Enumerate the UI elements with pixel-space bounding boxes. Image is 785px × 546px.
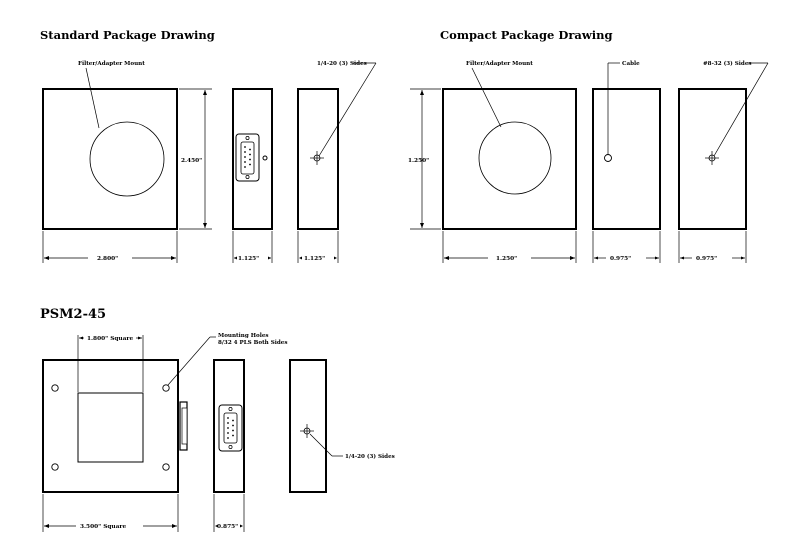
compact-mount-label: Filter/Adapter Mount xyxy=(466,61,533,67)
standard-width-dim: 2.800" xyxy=(97,256,118,262)
standard-side-view-connector: 1.125" xyxy=(232,88,273,263)
mounting-hole-icon xyxy=(51,384,59,392)
psm-holes-label-1: Mounting Holes xyxy=(218,333,269,339)
psm-sensor-window xyxy=(77,392,144,463)
mounting-hole-icon xyxy=(162,463,170,471)
mounting-hole-icon xyxy=(162,384,170,392)
compact-depth-dim-1: 0.975" xyxy=(610,256,631,262)
compact-height-dim: 1.250" xyxy=(408,158,429,164)
compact-front-view: Filter/Adapter Mount 1.250" 1.250" xyxy=(408,61,577,263)
psm-square-dim: 1.800" Square xyxy=(87,336,133,342)
psm-sides-label: 1/4-20 (3) Sides xyxy=(345,453,395,460)
standard-height-dim: 2.450" xyxy=(181,158,202,164)
cable-port-icon xyxy=(604,154,612,162)
psm-front-view: 1.800" Square Mounting Holes 8/32 4 PLS … xyxy=(42,333,287,532)
standard-package-title: Standard Package Drawing xyxy=(40,28,215,42)
compact-mount-circle xyxy=(478,121,552,195)
psm-width-dim: 3.500" Square xyxy=(80,524,126,530)
standard-front-view: Filter/Adapter Mount 2.450" 2.800" xyxy=(42,61,212,263)
standard-side-view-hole: 1/4-20 (3) Sides 1.125" xyxy=(297,60,377,263)
compact-side-view-cable: Cable 0.975" xyxy=(592,61,661,263)
standard-depth-dim-2: 1.125" xyxy=(304,256,325,262)
standard-depth-dim-1: 1.125" xyxy=(238,256,259,262)
psm-side-view-hole: 1/4-20 (3) Sides xyxy=(289,359,395,493)
compact-depth-dim-2: 0.975" xyxy=(696,256,717,262)
psm-title: PSM2-45 xyxy=(40,307,106,322)
mounting-hole-icon xyxy=(51,463,59,471)
psm-holes-label-2: 8/32 4 PLS Both Sides xyxy=(218,340,287,346)
psm-depth-dim: 0.875" xyxy=(217,524,238,530)
compact-cable-label: Cable xyxy=(622,61,640,67)
compact-width-dim: 1.250" xyxy=(496,256,517,262)
psm-side-view-connector: 0.875" xyxy=(213,359,245,532)
compact-package-title: Compact Package Drawing xyxy=(440,28,613,42)
standard-mount-label: Filter/Adapter Mount xyxy=(78,61,145,67)
standard-mount-circle xyxy=(89,121,165,197)
compact-side-view-hole: #8-32 (3) Sides 0.975" xyxy=(678,60,769,263)
compact-sides-label: #8-32 (3) Sides xyxy=(703,60,752,67)
standard-sides-label: 1/4-20 (3) Sides xyxy=(317,60,367,67)
